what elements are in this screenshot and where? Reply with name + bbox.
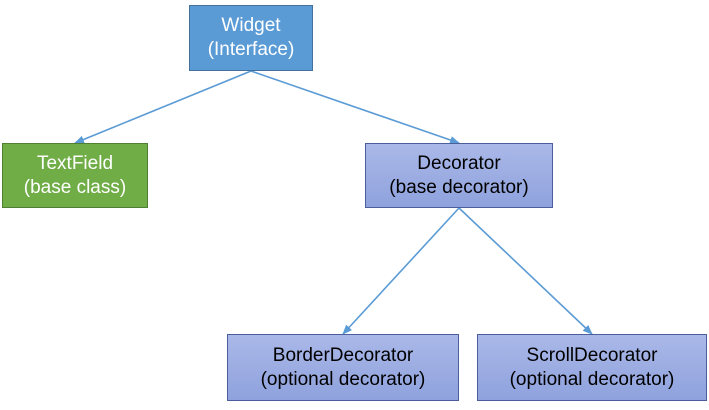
node-border-decorator: BorderDecorator (optional decorator) [227, 334, 459, 401]
node-widget-name: Widget [221, 15, 281, 37]
node-border-decorator-name: BorderDecorator [272, 344, 414, 366]
node-decorator: Decorator (base decorator) [365, 143, 553, 208]
edge-widget-to-textfield [74, 70, 252, 144]
node-textfield: TextField (base class) [2, 143, 148, 208]
node-scroll-decorator-subtitle: (optional decorator) [509, 368, 675, 390]
edge-decorator-to-scroll-decorator [458, 207, 593, 335]
node-widget-subtitle: (Interface) [207, 39, 295, 60]
node-decorator-name: Decorator [417, 152, 501, 174]
node-textfield-subtitle: (base class) [23, 176, 127, 198]
edge-widget-to-decorator [250, 70, 460, 144]
node-scroll-decorator: ScrollDecorator (optional decorator) [477, 334, 707, 401]
node-decorator-subtitle: (base decorator) [389, 176, 529, 198]
edge-decorator-to-border-decorator [342, 207, 460, 335]
node-widget: Widget (Interface) [189, 5, 313, 71]
node-border-decorator-subtitle: (optional decorator) [260, 368, 426, 390]
node-textfield-name: TextField [36, 152, 114, 174]
node-scroll-decorator-name: ScrollDecorator [526, 344, 658, 366]
